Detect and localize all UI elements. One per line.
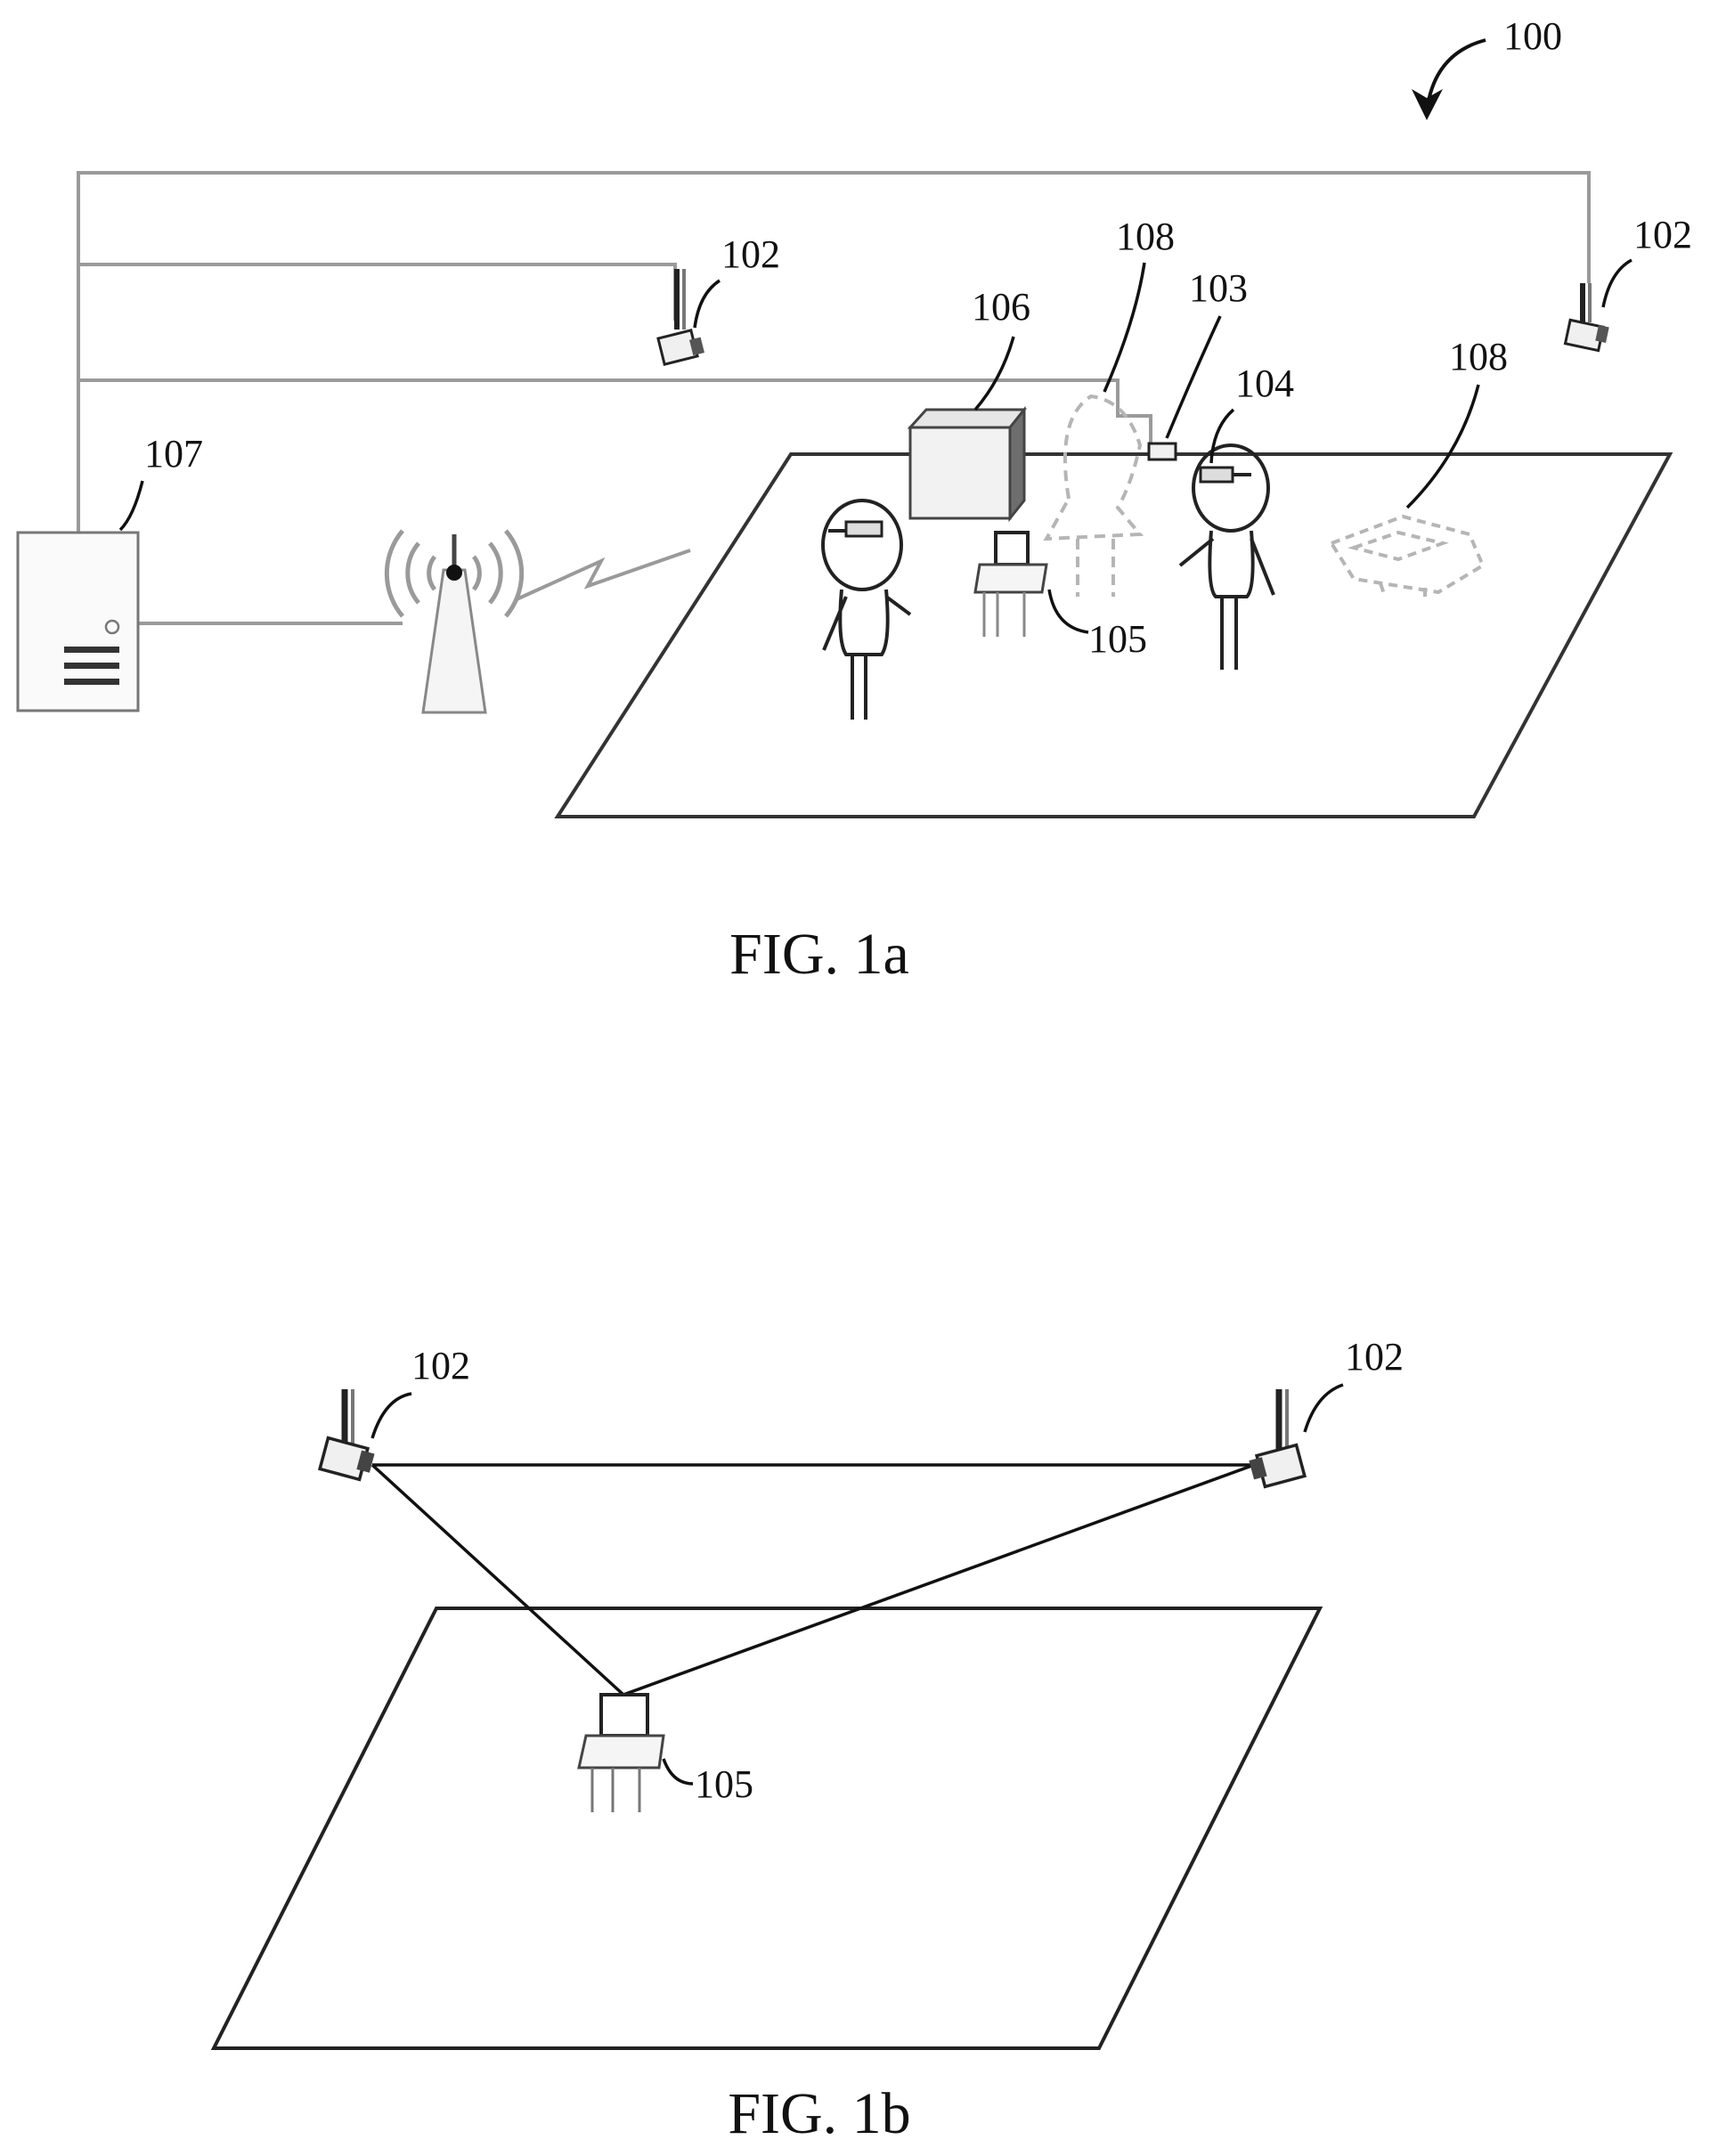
camera-icon-102-right-1b (1249, 1389, 1304, 1486)
label-100: 100 (1503, 14, 1562, 58)
virtual-car-108 (1331, 517, 1483, 601)
leader-102-d (1305, 1385, 1343, 1432)
tracked-object-105-1b (579, 1695, 664, 1812)
label-106: 106 (972, 285, 1030, 329)
leader-103 (1167, 316, 1220, 438)
leader-106 (975, 337, 1014, 410)
leader-107 (120, 481, 142, 530)
leader-108-a (1104, 263, 1144, 392)
label-102-a: 102 (721, 232, 780, 276)
triangulation-lines (372, 1465, 1254, 1695)
label-102-d: 102 (1345, 1335, 1404, 1379)
camera-icon-102-right (1566, 283, 1609, 351)
person-right (1180, 445, 1274, 670)
label-108-a: 108 (1116, 215, 1175, 258)
camera-icon-102-left-1b (320, 1389, 374, 1479)
leader-105-a (1049, 590, 1088, 632)
network-wiring (78, 173, 1589, 623)
tracked-object-105-1a (975, 533, 1046, 637)
leader-102-c (372, 1394, 411, 1438)
label-103: 103 (1189, 266, 1248, 310)
wireless-signal-icon (517, 550, 690, 599)
label-102-b: 102 (1633, 213, 1692, 256)
label-105-a: 105 (1088, 617, 1147, 661)
fig-1b: 102 102 105 FIG. 1b (214, 1335, 1404, 2146)
physical-box-106 (910, 410, 1024, 518)
leader-102-a (695, 281, 720, 328)
leader-108-b (1407, 385, 1478, 508)
person-left (823, 500, 910, 720)
arrowhead-100 (1412, 89, 1443, 120)
label-102-c: 102 (411, 1344, 470, 1387)
floor-plane-1b (214, 1608, 1320, 2048)
label-104: 104 (1235, 362, 1294, 405)
antenna-tower (387, 531, 521, 712)
virtual-person-108 (1046, 396, 1140, 597)
caption-fig-1a: FIG. 1a (729, 922, 909, 987)
fig-1a: 100 107 (18, 14, 1692, 987)
sensor-icon-103 (1149, 443, 1176, 460)
label-108-b: 108 (1449, 335, 1508, 378)
leader-105-b (664, 1759, 693, 1784)
leader-102-b (1603, 260, 1632, 307)
caption-fig-1b: FIG. 1b (728, 2081, 910, 2146)
label-105-b: 105 (695, 1762, 753, 1806)
server-107 (18, 533, 138, 711)
label-107: 107 (144, 432, 203, 476)
